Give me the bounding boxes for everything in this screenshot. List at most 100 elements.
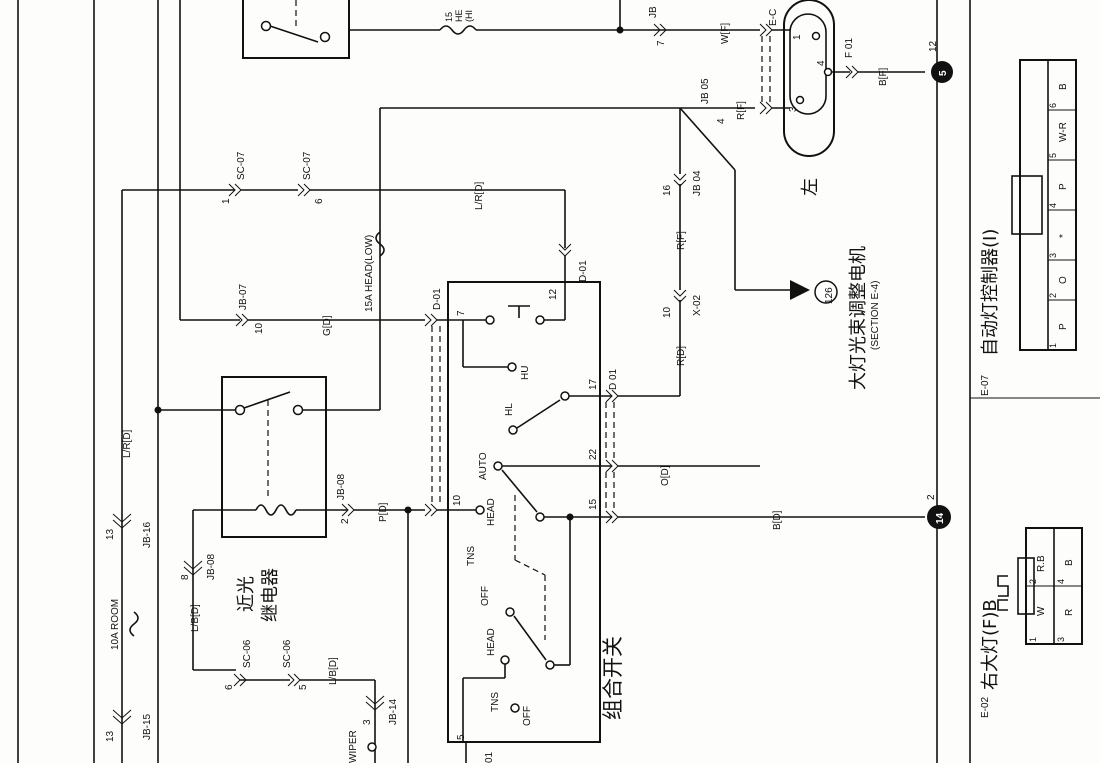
e07-code: E-07: [980, 374, 991, 396]
lb-wire-path: [183, 509, 376, 763]
page-borders: [17, 0, 1100, 763]
motor-pin3: 3: [788, 106, 799, 112]
connector-sc06-pin5: 5: [298, 684, 309, 690]
wire-label-g-d: G[D]: [322, 315, 333, 336]
e02-num-2: 2: [1028, 579, 1038, 584]
svg-text:13: 13: [105, 730, 116, 742]
connector-jb08-pin2: 2: [340, 518, 351, 524]
connector-sc07-pin1: 1: [221, 198, 232, 204]
switch-label-head2: HEAD: [486, 628, 497, 656]
connector-f01-id: F 01: [844, 38, 855, 58]
connector-d01-top-pin: 7: [456, 310, 467, 316]
connector-jb16: 13 JB-16: [105, 521, 153, 548]
svg-text:15: 15: [444, 12, 454, 22]
connector-d01-top-id: D-01: [432, 288, 443, 310]
connector-d01-17-pin: 17: [588, 378, 599, 390]
switch-label-off: OFF: [480, 586, 491, 606]
motor-side-label: 左: [800, 178, 821, 196]
motor-ref-circle: 126: [814, 280, 838, 304]
connector-jb08-pin8: 8: [180, 574, 191, 580]
e07-cell-6: B: [1058, 83, 1069, 90]
connector-sc07-pin6: 6: [314, 198, 325, 204]
switch-label-head: HEAD: [486, 498, 497, 526]
e02-num-1: 1: [1028, 637, 1038, 642]
e02-cell-r: R: [1064, 609, 1075, 616]
e07-num-6: 6: [1048, 103, 1058, 108]
switch-label-off2: OFF: [522, 706, 533, 726]
connector-jb05-pin: 4: [716, 118, 727, 124]
wire-label-lb-d-bottom: L/B[D]: [328, 657, 339, 685]
e02-cell-w: W: [1036, 606, 1047, 616]
connector-e02: [997, 527, 1083, 645]
svg-text:13: 13: [105, 528, 116, 540]
e07-num-2: 2: [1048, 293, 1058, 298]
wire-label-b-d: B[D]: [772, 510, 783, 530]
wire-label-r-d: R[D]: [676, 346, 687, 366]
connector-e-c-id: E-C: [768, 9, 779, 26]
connector-d01-5-pin: 5: [456, 734, 467, 740]
e02-code: E-02: [980, 696, 991, 718]
connector-d01-22-pin: 22: [588, 448, 599, 460]
connector-e07: [1011, 59, 1077, 351]
connector-sc07-id-a: SC-07: [236, 151, 247, 180]
e07-cell-4: P: [1058, 183, 1069, 190]
connector-d01-right-id: D-01: [578, 260, 589, 282]
wire-label-w-f: W[F]: [720, 23, 731, 44]
high-beam-relay: [242, 0, 350, 59]
svg-text:126: 126: [824, 287, 835, 304]
svg-text:5: 5: [938, 70, 949, 76]
connector-jb14-mark: [365, 695, 385, 711]
connector-jb-top-id: JB: [648, 6, 659, 18]
svg-text:JB-16: JB-16: [142, 521, 153, 548]
switch-label-tns2: TNS: [490, 692, 501, 712]
motor-section: (SECTION E-4): [870, 281, 881, 350]
connector-jb04-pin: 16: [662, 184, 673, 196]
e02-cell-rb: R.B: [1036, 555, 1047, 572]
wire-label-r-f-top: R[F]: [736, 101, 747, 120]
e02-title: 右大灯(F)B: [980, 599, 1001, 690]
e07-cell-3: *: [1058, 234, 1069, 238]
svg-text:15A HEAD(LOW): 15A HEAD(LOW): [364, 235, 375, 312]
connector-jb15: 13 JB-15: [105, 713, 153, 742]
connector-jb14-pin: 3: [362, 719, 373, 725]
switch-label-hu: HU: [520, 366, 531, 380]
svg-text:14: 14: [935, 512, 946, 524]
connector-sc06-pin6: 6: [224, 684, 235, 690]
combination-switch: [424, 281, 619, 763]
connector-sc06-id-a: SC-06: [242, 639, 253, 668]
e07-num-1: 1: [1048, 343, 1058, 348]
switch-title: 组合开关: [601, 636, 625, 720]
connector-jb05-id: JB 05: [700, 78, 711, 104]
connector-sc06-id-b: SC-06: [282, 639, 293, 668]
svg-text:(HI: (HI: [464, 10, 474, 22]
e02-num-4: 4: [1056, 579, 1066, 584]
connector-jb07-pin: 10: [254, 322, 265, 334]
connector-sc07-id-b: SC-07: [302, 151, 313, 180]
wire-label-lr-d-top: L/R[D]: [474, 181, 485, 210]
connector-jb08-id-b: JB-08: [336, 473, 347, 500]
ground-5: 5 12: [928, 40, 953, 83]
connector-jb-top-pin: 7: [656, 40, 667, 46]
ground-14: 14 2: [926, 494, 951, 529]
motor-pin4: 4: [816, 60, 827, 66]
wire-label-lr-d: L/R[D]: [122, 429, 133, 458]
headlamp-motor-left: [783, 0, 835, 157]
connector-x02-pin: 10: [662, 306, 673, 318]
p-wire: [341, 503, 425, 763]
svg-text:WIPER: WIPER: [348, 730, 359, 763]
e02-cell-b: B: [1064, 559, 1075, 566]
wire-label-p-d: P[D]: [378, 502, 389, 522]
connector-jb04-id: JB 04: [692, 170, 703, 196]
wire-label-b-f: B[F]: [878, 67, 889, 86]
fuse-15a-head-low: 15A HEAD(LOW): [364, 107, 680, 410]
e02-num-3: 3: [1056, 637, 1066, 642]
e07-title: 自动灯控制器(I): [980, 229, 1001, 356]
e07-cell-1: P: [1058, 323, 1069, 330]
svg-text:JB-15: JB-15: [142, 713, 153, 740]
connector-d01-10-pin: 10: [452, 494, 463, 506]
wiper-terminal: WIPER: [348, 730, 377, 763]
fuse-head-hi: 15 HE (HI: [444, 9, 474, 22]
relay-title-line1: 近光: [236, 576, 257, 612]
motor-title: 大灯光束调整电机: [848, 246, 869, 390]
